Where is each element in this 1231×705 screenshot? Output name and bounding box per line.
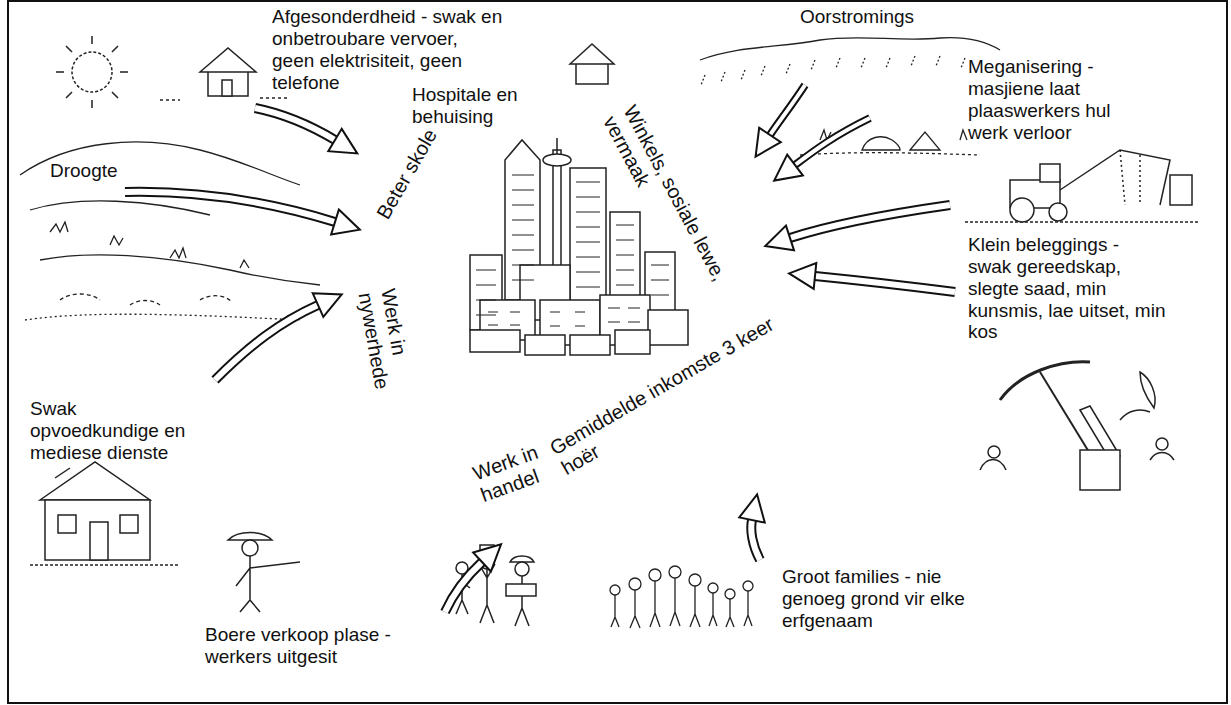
arrow xyxy=(255,108,335,140)
family-group xyxy=(610,566,753,628)
flood-clouds xyxy=(700,38,1000,155)
farmer xyxy=(228,533,300,613)
label-text: Oorstromings xyxy=(800,6,940,28)
hut xyxy=(570,44,614,84)
sun xyxy=(56,36,128,108)
label-text: Werk in nywerhede xyxy=(354,287,417,393)
arrow xyxy=(215,305,318,380)
label-text: Groot families - nie genoeg grond vir el… xyxy=(782,566,967,632)
arrow xyxy=(815,276,955,292)
arrow xyxy=(751,520,760,560)
label-text: Winkels, sosiale lewe, vermaak xyxy=(598,101,737,308)
label-text: Afgesonderdheid - swak en onbetroubare v… xyxy=(272,6,504,93)
arrow xyxy=(445,562,482,612)
label-text: Boere verkoop plase - werkers uitgesit xyxy=(205,624,410,668)
farm-tools xyxy=(980,362,1174,490)
label-text: Hospitale en behuising xyxy=(412,84,542,128)
frame xyxy=(8,1,1227,703)
house xyxy=(30,462,180,565)
label-text: Droogte xyxy=(50,160,140,182)
label-text: Meganisering - masjiene laat plaaswerker… xyxy=(968,56,1136,143)
arrow xyxy=(770,85,805,135)
label-text: Gemiddelde inkomste 3 keer hoër xyxy=(546,310,794,480)
label-text: Klein beleggings - swak gereedskap, sleg… xyxy=(968,234,1166,343)
arrow xyxy=(790,205,950,238)
push-arrows xyxy=(125,85,955,612)
tractor xyxy=(965,150,1200,222)
dry-hills xyxy=(20,142,320,320)
arrow xyxy=(795,118,870,165)
label-text: Swak opvoedkundige en mediese dienste xyxy=(30,398,208,464)
arrow xyxy=(125,192,335,222)
hut xyxy=(160,48,290,100)
